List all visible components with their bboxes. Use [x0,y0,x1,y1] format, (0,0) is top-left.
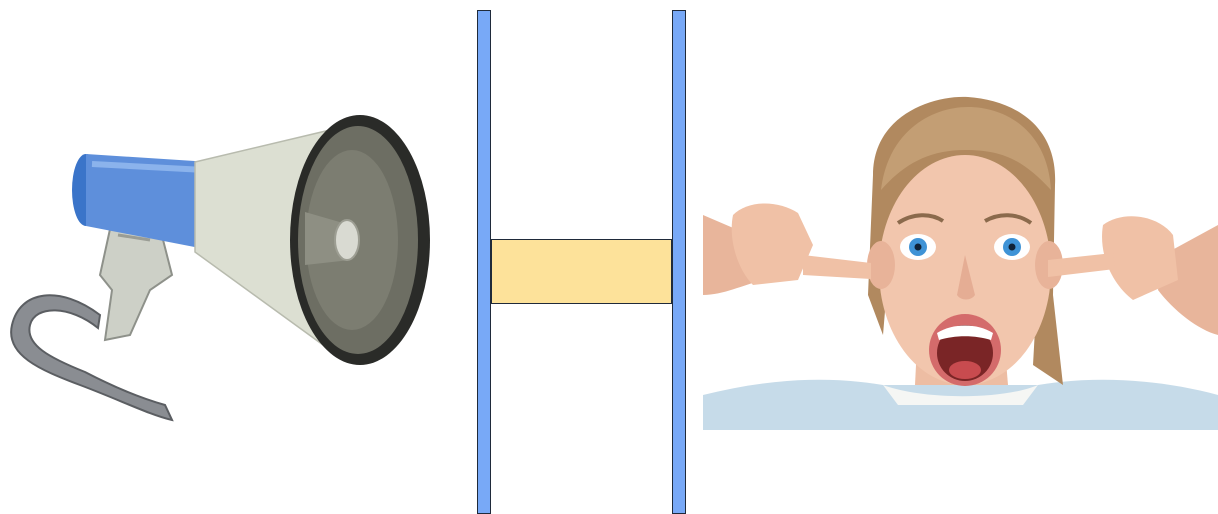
person-covering-ears-icon [703,95,1218,430]
insulation-layer [491,239,672,304]
left-wall-panel [477,10,491,514]
right-wall-panel [672,10,686,514]
megaphone-icon [0,100,460,440]
